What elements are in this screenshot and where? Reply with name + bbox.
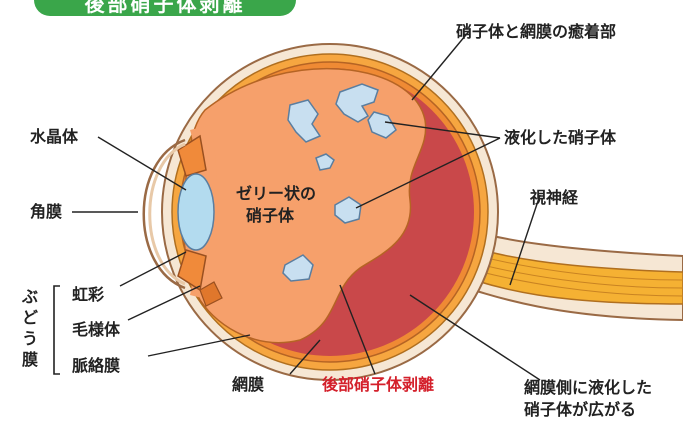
uvea-char-1: ぶ (20, 286, 40, 307)
label-retina: 網膜 (232, 375, 264, 395)
label-choroid: 脈絡膜 (72, 356, 120, 376)
label-lens: 水晶体 (30, 127, 78, 147)
uvea-char-2: ど (20, 307, 40, 328)
label-liquefied-vitreous: 液化した硝子体 (504, 128, 616, 148)
label-pvd: 後部硝子体剥離 (322, 375, 434, 395)
label-iris: 虹彩 (72, 285, 104, 305)
label-cornea: 角膜 (30, 202, 62, 222)
uvea-char-4: 膜 (20, 349, 40, 370)
label-ciliary-body: 毛様体 (72, 320, 120, 340)
label-spread-line2: 硝子体が広がる (524, 400, 636, 420)
label-gel-line2: 硝子体 (246, 206, 294, 226)
label-uvea: ぶ ど う 膜 (20, 286, 40, 370)
title-banner: 後部硝子体剥離 (34, 0, 296, 16)
label-gel-line1: ゼリー状の (236, 184, 316, 204)
label-adhesion: 硝子体と網膜の癒着部 (456, 22, 616, 42)
label-optic-nerve: 視神経 (530, 188, 578, 208)
page-title: 後部硝子体剥離 (34, 0, 296, 15)
uvea-char-3: う (20, 328, 40, 349)
lens-shape (178, 174, 214, 250)
uvea-bracket (54, 286, 60, 374)
label-spread-line1: 網膜側に液化した (524, 378, 652, 398)
